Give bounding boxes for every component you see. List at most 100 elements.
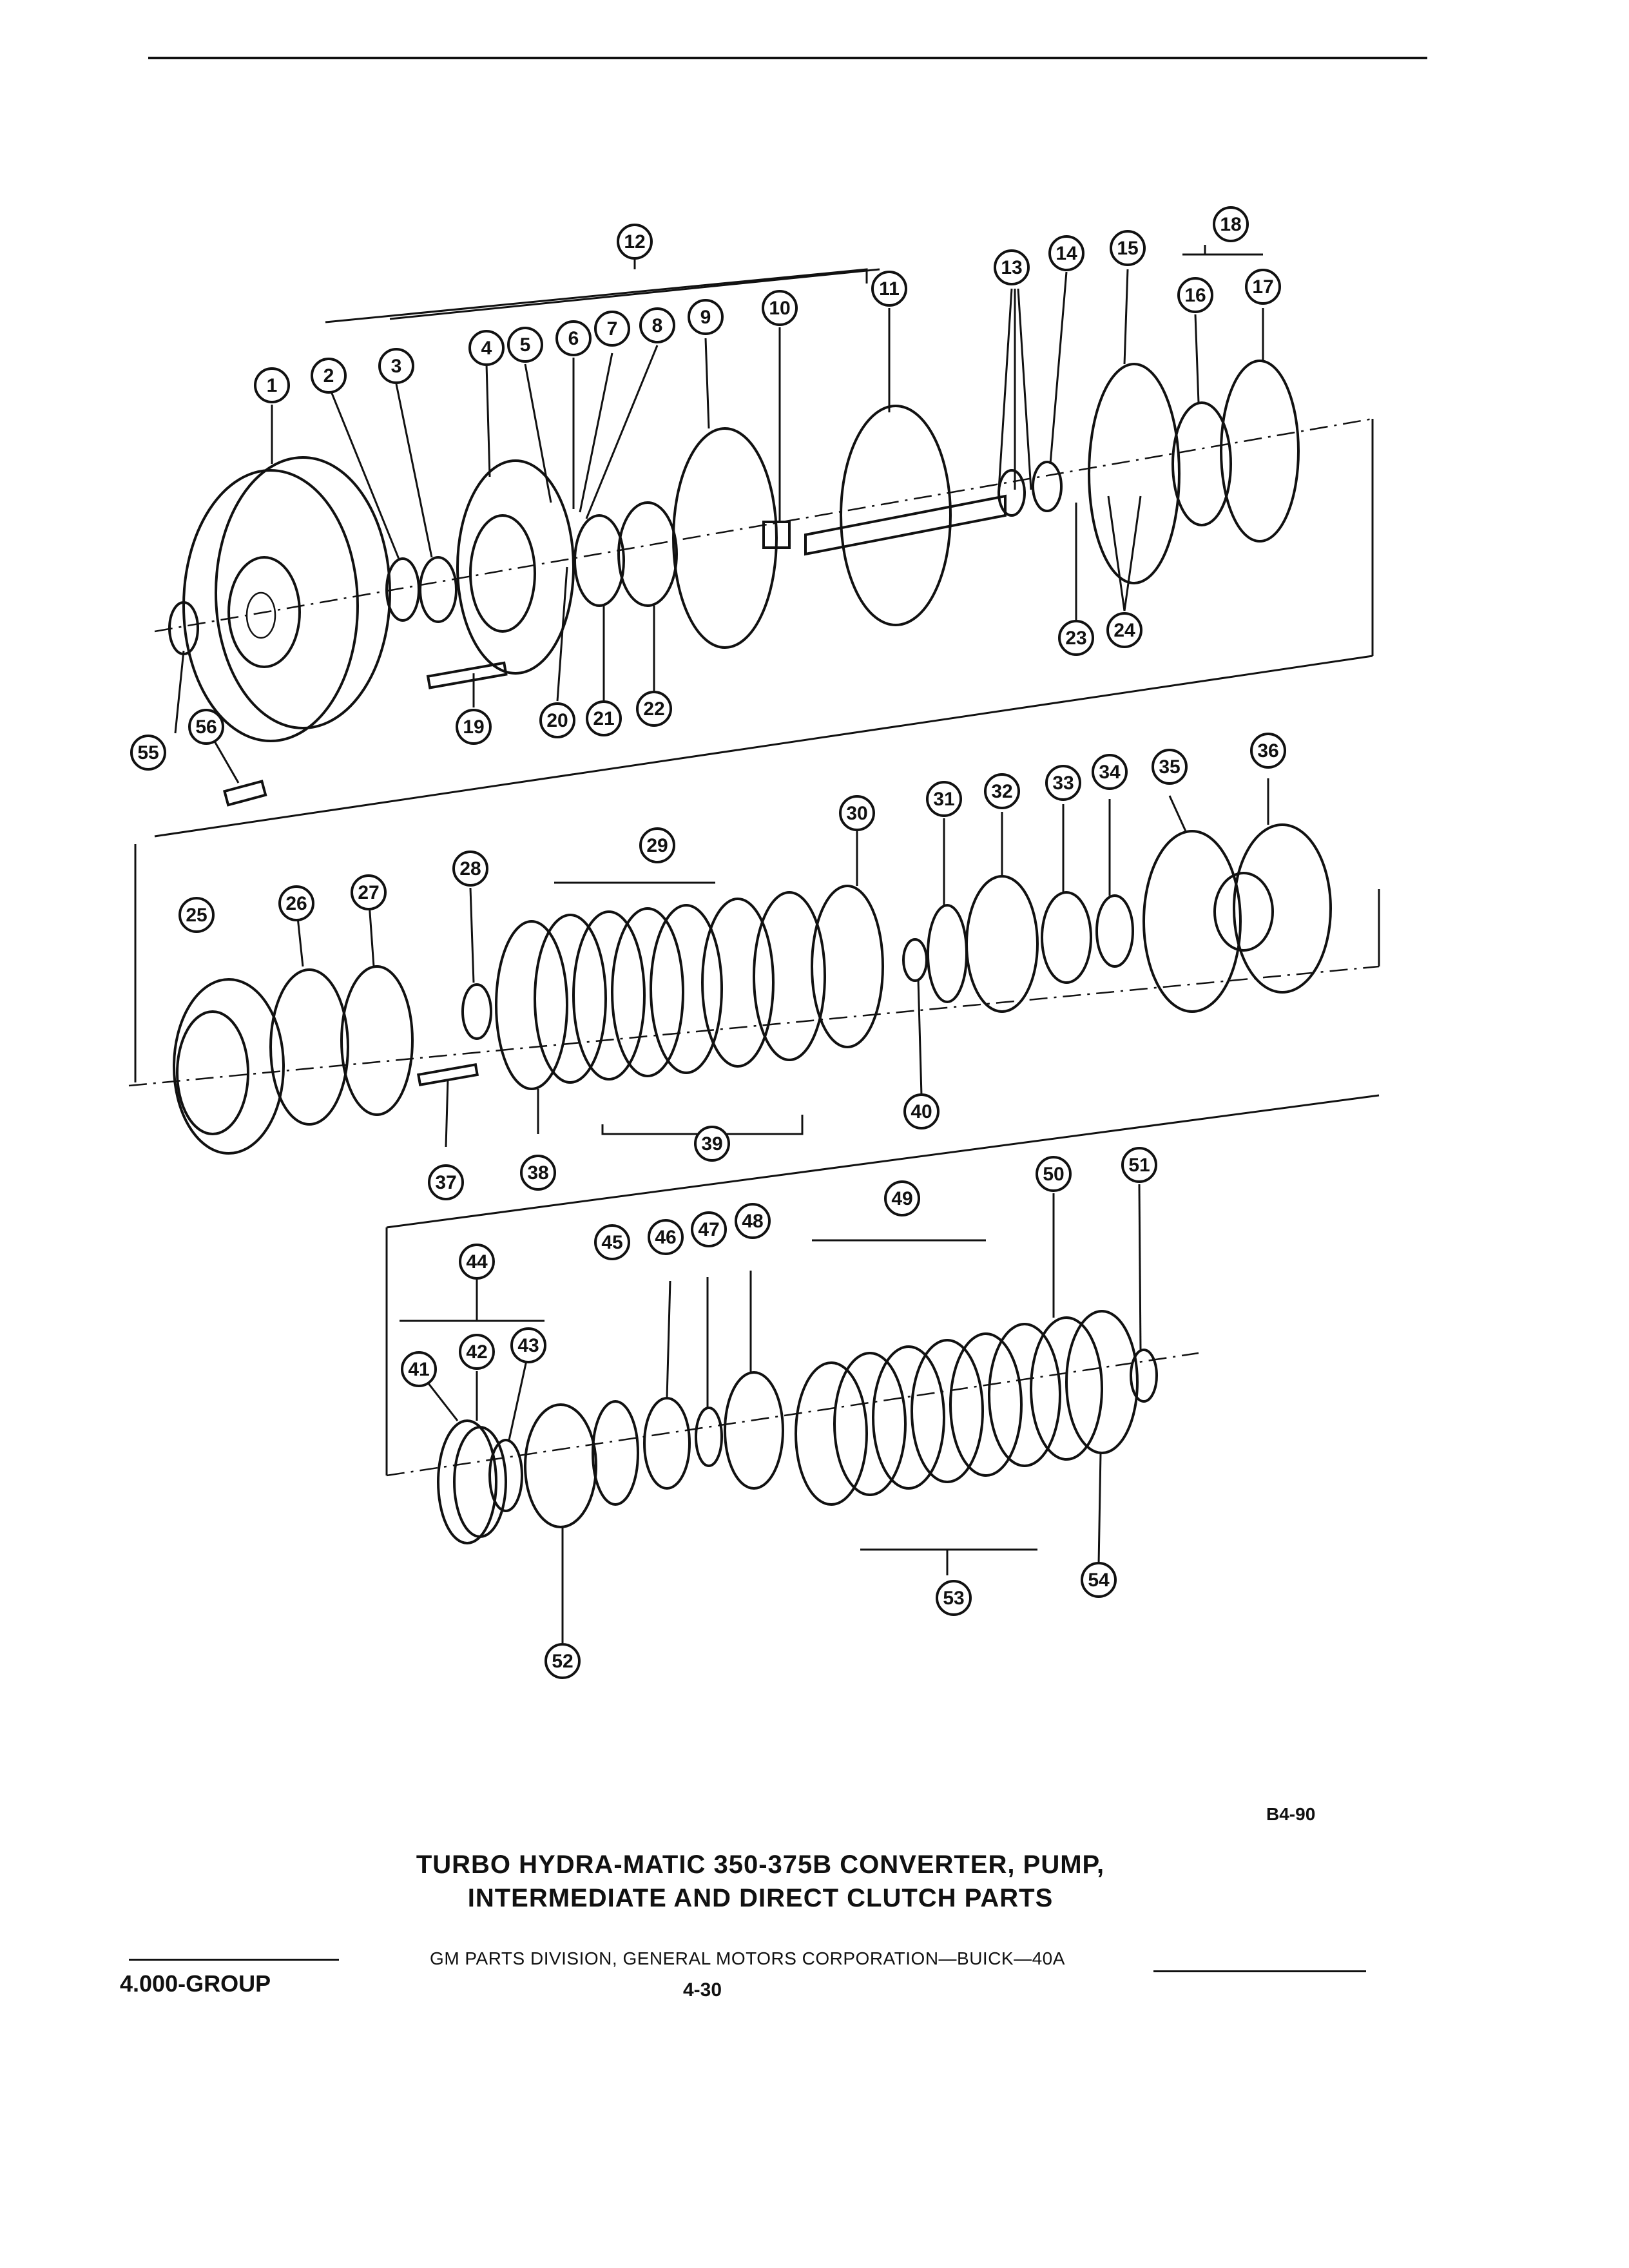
seal-part-43: [488, 1439, 523, 1512]
callout-4: 4: [468, 330, 505, 366]
torque-converter-part: [182, 456, 391, 742]
callout-33: 33: [1045, 765, 1081, 801]
callout-32: 32: [984, 773, 1020, 809]
callout-label: 14: [1055, 243, 1077, 264]
callout-label: 34: [1099, 762, 1121, 783]
clutch-plate-4: [650, 904, 723, 1074]
piston-part-52: [524, 1403, 597, 1528]
plate-part-50: [1030, 1316, 1103, 1461]
clutch-plate-1: [534, 914, 607, 1084]
callout-39: 39: [694, 1126, 730, 1162]
callout-label: 32: [991, 781, 1012, 802]
callout-label: 4: [481, 338, 492, 359]
reference-code: B4-90: [1266, 1804, 1316, 1824]
callout-43: 43: [510, 1327, 546, 1363]
plate-part-38: [495, 920, 568, 1090]
callout-label: 37: [435, 1172, 456, 1193]
callout-label: 26: [285, 893, 307, 914]
callout-label: 7: [607, 318, 618, 340]
clutch-plate-6: [753, 891, 826, 1061]
snap-ring-part-47: [695, 1407, 723, 1467]
callout-17: 17: [1245, 269, 1281, 305]
callout-41: 41: [401, 1351, 437, 1387]
callout-2: 2: [311, 358, 347, 394]
callout-label: 27: [358, 882, 379, 903]
callout-55: 55: [130, 735, 166, 771]
callout-circle: [459, 1334, 495, 1370]
callout-label: 35: [1159, 756, 1180, 778]
group-label: 4.000-GROUP: [120, 1970, 271, 1997]
callout-circle: [178, 897, 215, 933]
callout-label: 19: [463, 716, 484, 738]
callout-label: 25: [186, 905, 207, 926]
callout-19: 19: [456, 709, 492, 745]
bushing-part-10: [762, 521, 791, 549]
callout-label: 50: [1043, 1164, 1064, 1185]
callout-label: 15: [1117, 238, 1138, 259]
callout-54: 54: [1081, 1562, 1117, 1598]
callout-29: 29: [639, 827, 675, 863]
clutch-plate-2: [572, 910, 646, 1081]
callout-circle: [694, 1126, 730, 1162]
callout-circle: [278, 885, 314, 921]
callout-circle: [1245, 269, 1281, 305]
plate-part-54: [1065, 1310, 1139, 1454]
callout-circle: [459, 1244, 495, 1280]
callout-circle: [871, 271, 907, 307]
callout-16: 16: [1177, 277, 1213, 313]
callout-13: 13: [994, 249, 1030, 285]
callout-circle: [1081, 1562, 1117, 1598]
parts-row-3: [437, 1310, 1158, 1544]
callout-circle: [507, 327, 543, 363]
seal-part-41: [437, 1419, 497, 1544]
callout-3: 3: [378, 348, 414, 384]
callout-label: 52: [552, 1651, 573, 1672]
callout-label: 24: [1113, 620, 1135, 641]
callout-circle: [311, 358, 347, 394]
callout-circle: [520, 1155, 556, 1191]
callout-31: 31: [926, 781, 962, 817]
bolt-part-56: [222, 780, 267, 807]
callout-label: 51: [1128, 1155, 1150, 1176]
callout-label: 6: [568, 328, 579, 349]
callout-15: 15: [1110, 230, 1146, 266]
callout-label: 3: [391, 356, 402, 377]
callout-1: 1: [254, 367, 290, 403]
callout-label: 53: [943, 1588, 964, 1609]
pump-cover-part: [804, 405, 1007, 626]
clutch-plate-49e: [949, 1332, 1023, 1477]
gasket-part-15: [1088, 363, 1181, 584]
callout-48: 48: [735, 1203, 771, 1239]
callout-24: 24: [1106, 612, 1142, 648]
callout-label: 1: [267, 375, 278, 396]
callout-circle: [1048, 235, 1084, 271]
callout-8: 8: [639, 307, 675, 343]
ring-part-14: [1032, 461, 1063, 512]
sprag-part-26: [269, 968, 349, 1126]
callout-label: 44: [466, 1251, 488, 1273]
clutch-plate-3: [611, 907, 684, 1077]
gear-part-22: [617, 501, 678, 607]
gear-part-32: [965, 875, 1039, 1013]
callout-circle: [1177, 277, 1213, 313]
spring-part-45: [592, 1400, 639, 1506]
clutch-plate-49c: [872, 1345, 945, 1490]
callout-circle: [884, 1180, 920, 1216]
caption-line-2: INTERMEDIATE AND DIRECT CLUTCH PARTS: [467, 1884, 1054, 1912]
sprag-part-33: [1041, 891, 1092, 984]
pump-body-part: [456, 459, 575, 675]
ring-part-40: [902, 938, 928, 982]
section-frames: [128, 245, 1380, 1551]
callout-14: 14: [1048, 235, 1084, 271]
callout-label: 48: [742, 1211, 763, 1232]
callout-label: 21: [593, 708, 614, 729]
snap-ring-part-28: [461, 983, 492, 1040]
callout-12: 12: [617, 224, 653, 260]
callout-circle: [539, 702, 575, 738]
callout-52: 52: [545, 1643, 581, 1679]
callout-label: 12: [624, 231, 645, 253]
plate-part-30: [811, 885, 884, 1048]
callout-circle: [735, 1203, 771, 1239]
callout-47: 47: [691, 1211, 727, 1247]
